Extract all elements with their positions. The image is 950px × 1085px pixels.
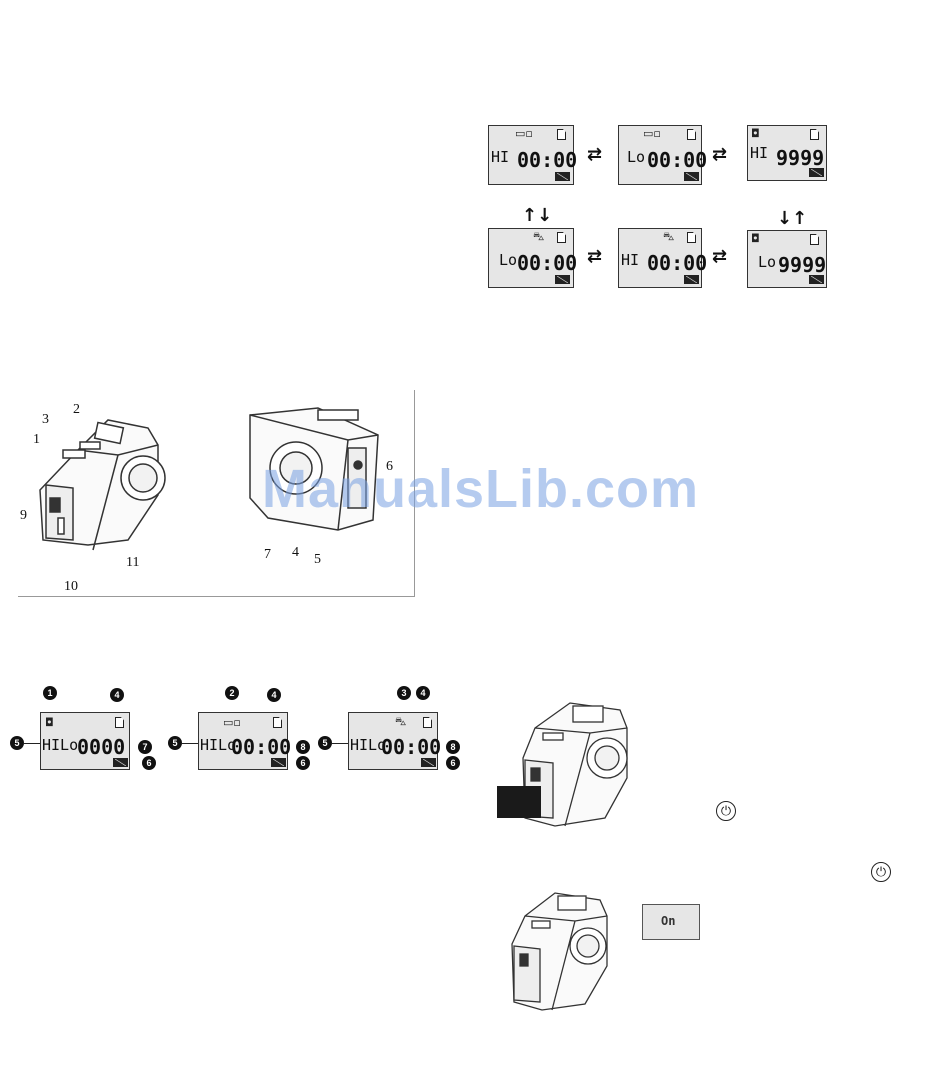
part-label: 11 — [126, 555, 139, 571]
sd-card-icon — [810, 234, 819, 245]
counter-digits: 00:00 — [647, 148, 707, 172]
battery-icon — [271, 758, 286, 767]
counter-digits: 00:00 — [381, 735, 441, 759]
callout-number: 4 — [267, 688, 281, 702]
callout-number: 6 — [296, 756, 310, 770]
down-up-arrow-icon: ↓↑ — [777, 210, 807, 228]
quality-label: HI — [750, 144, 768, 162]
callout-number: 4 — [110, 688, 124, 702]
sd-card-icon — [115, 717, 124, 728]
callout-number: 4 — [416, 686, 430, 700]
lcd-screen: ⛍ HILo 00:00 — [348, 712, 438, 770]
part-label: 9 — [20, 508, 27, 524]
battery-icon — [555, 172, 570, 181]
lcd-screen: ◘ Lo 9999 — [747, 230, 827, 288]
callout-number: 2 — [225, 686, 239, 700]
lcd-screen: ▭▫ HI 00:00 — [488, 125, 574, 185]
sd-card-icon — [687, 232, 696, 243]
car-icon: ⛍ — [663, 230, 674, 245]
counter-digits: 00:00 — [517, 148, 577, 172]
battery-icon — [684, 172, 699, 181]
part-label: 1 — [33, 432, 40, 448]
lcd-screen: ▭▫ Lo 00:00 — [618, 125, 702, 185]
callout-number: 8 — [446, 740, 460, 754]
sd-card-icon — [423, 717, 432, 728]
swap-arrow-icon: ⇄ — [712, 146, 727, 164]
sd-card-icon — [687, 129, 696, 140]
quality-label: Lo — [499, 251, 517, 269]
battery-icon — [809, 168, 824, 177]
power-on-text: On — [661, 914, 675, 928]
part-label: 2 — [73, 402, 80, 418]
camera-sd-insert-illustration — [495, 698, 635, 830]
sd-card-icon — [273, 717, 282, 728]
power-on-screen: On — [642, 904, 700, 940]
camera-icon: ◘ — [45, 716, 54, 729]
power-button-icon: ⏻ — [716, 801, 736, 821]
lcd-screen: ⛍ Lo 00:00 — [488, 228, 574, 288]
watermark: ManualsLib.com — [262, 458, 699, 520]
lcd-screen: ⛍ HI 00:00 — [618, 228, 702, 288]
battery-icon — [113, 758, 128, 767]
counter-digits: 00:00 — [231, 735, 291, 759]
counter-digits: 00:00 — [647, 251, 707, 275]
swap-arrow-icon: ⇄ — [712, 248, 727, 266]
quality-label: Lo — [758, 253, 776, 271]
callout-number: 3 — [397, 686, 411, 700]
up-down-arrow-icon: ↑↓ — [522, 207, 552, 225]
callout-number: 7 — [138, 740, 152, 754]
quality-label: HI — [491, 148, 509, 166]
car-icon: ⛍ — [533, 230, 544, 245]
callout-number: 6 — [142, 756, 156, 770]
callout-number: 5 — [318, 736, 332, 750]
counter-digits: 00:00 — [517, 251, 577, 275]
counter-digits: 9999 — [778, 253, 826, 277]
callout-number: 1 — [43, 686, 57, 700]
sd-card-icon — [810, 129, 819, 140]
camera-icon: ◘ — [751, 232, 760, 245]
callout-number: 8 — [296, 740, 310, 754]
battery-icon — [555, 275, 570, 284]
callout-number: 5 — [168, 736, 182, 750]
callout-number: 6 — [446, 756, 460, 770]
part-label: 3 — [42, 412, 49, 428]
callout-number: 5 — [10, 736, 24, 750]
quality-label: HI — [621, 251, 639, 269]
quality-label: HILo — [42, 736, 78, 754]
counter-digits: 9999 — [776, 146, 824, 170]
video-icon: ▭▫ — [643, 127, 661, 140]
battery-icon — [809, 275, 824, 284]
lcd-screen: ◘ HILo 0000 — [40, 712, 130, 770]
counter-digits: 0000 — [77, 735, 125, 759]
part-label: 4 — [292, 545, 299, 561]
part-label: 7 — [264, 547, 271, 563]
quality-label: Lo — [627, 148, 645, 166]
camera-icon: ◘ — [751, 127, 760, 140]
part-label: 10 — [64, 579, 78, 595]
sd-card-icon — [557, 232, 566, 243]
swap-arrow-icon: ⇄ — [587, 248, 602, 266]
lcd-screen: ▭▫ HILo 00:00 — [198, 712, 288, 770]
battery-icon — [684, 275, 699, 284]
lcd-screen: ◘ HI 9999 — [747, 125, 827, 181]
video-icon: ▭▫ — [223, 716, 241, 729]
part-label: 5 — [314, 552, 321, 568]
power-button-icon: ⏻ — [871, 862, 891, 882]
sd-card-icon — [557, 129, 566, 140]
car-icon: ⛍ — [395, 715, 406, 730]
camera-power-on-illustration — [490, 888, 610, 1014]
battery-icon — [421, 758, 436, 767]
swap-arrow-icon: ⇄ — [587, 146, 602, 164]
video-icon: ▭▫ — [515, 127, 533, 140]
